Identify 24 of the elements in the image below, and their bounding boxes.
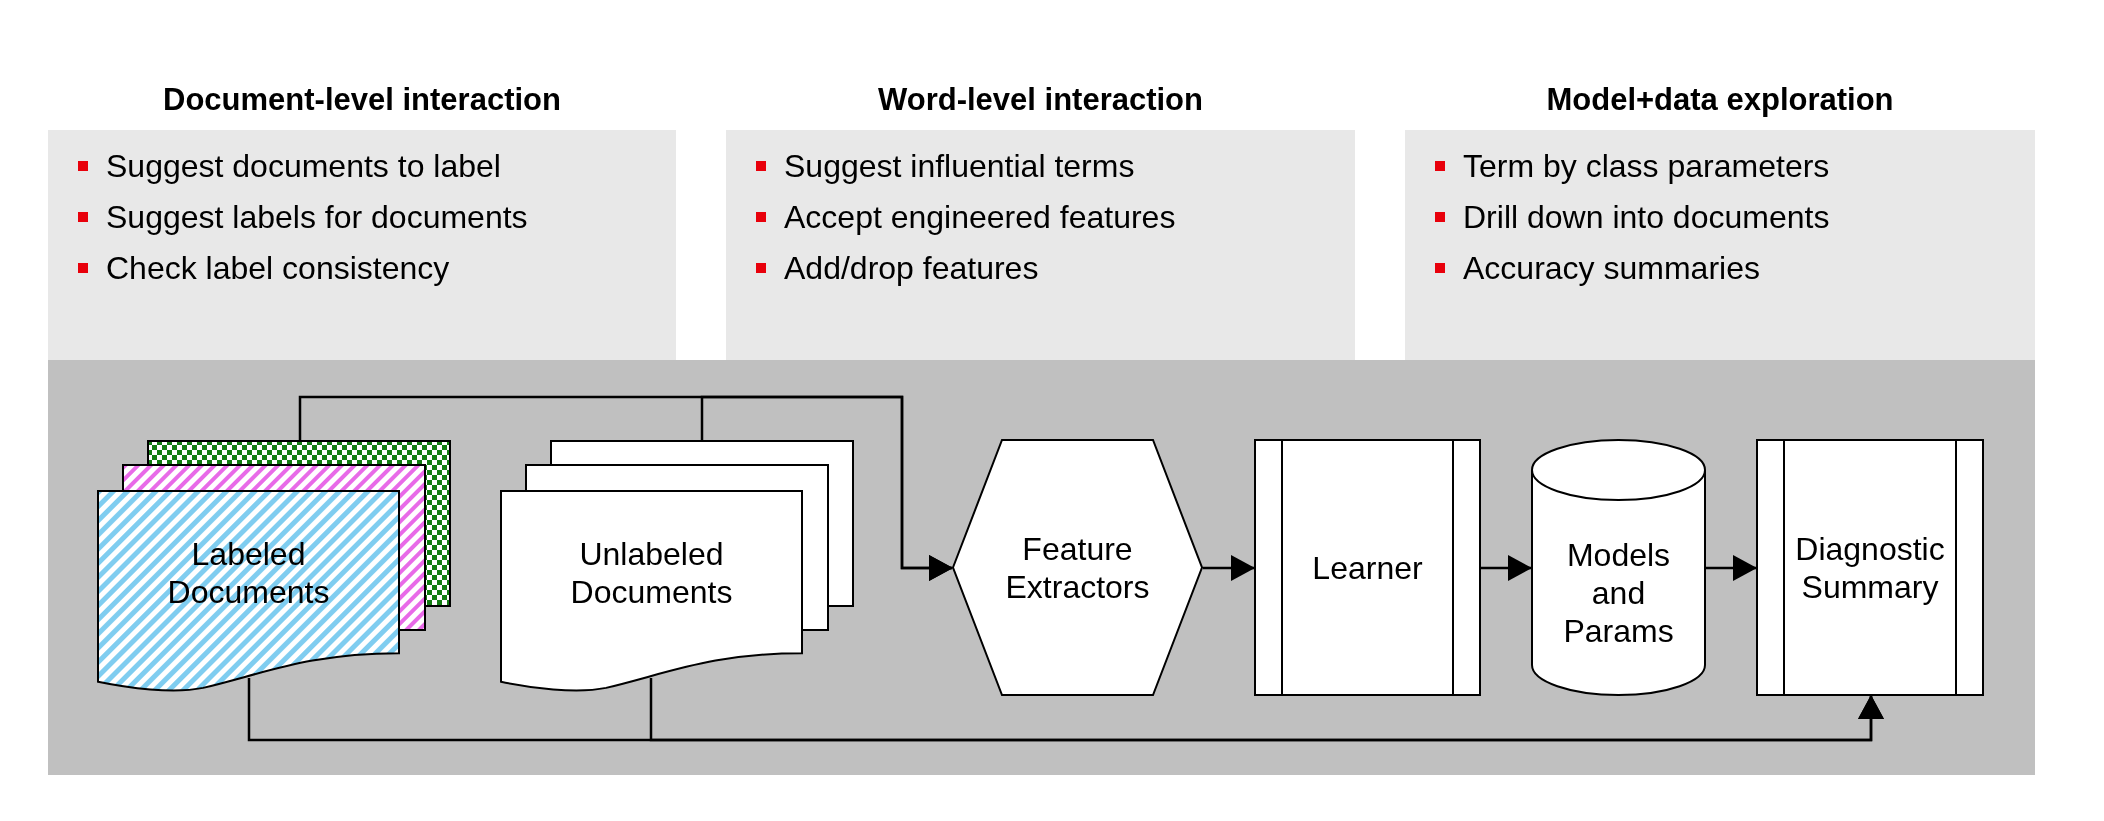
list-item: Suggest documents to label: [106, 146, 501, 186]
list-item: Suggest influential terms: [784, 146, 1135, 186]
node-label: Unlabeled Documents: [569, 534, 734, 611]
list-item: Add/drop features: [784, 248, 1039, 288]
list-item: Accuracy summaries: [1463, 248, 1760, 288]
panel-heading: Model+data exploration: [1546, 80, 1894, 119]
diagram-band: [48, 360, 2035, 775]
node-label: Labeled Documents: [166, 534, 331, 611]
panel-heading: Document-level interaction: [163, 80, 561, 119]
connector-arrow: [649, 678, 1884, 742]
connector-arrow: [1706, 555, 1757, 581]
connector-arrow: [700, 395, 953, 581]
node-label: Feature Extractors: [1004, 529, 1151, 606]
node-label: Models and Params: [1562, 535, 1675, 650]
list-item: Check label consistency: [106, 248, 450, 288]
list-item: Suggest labels for documents: [106, 197, 528, 237]
list-item: Term by class parameters: [1463, 146, 1830, 186]
connector-arrow: [1203, 555, 1255, 581]
connector-arrow: [1481, 555, 1532, 581]
panel-heading: Word-level interaction: [878, 80, 1203, 119]
node-label: Learner: [1311, 548, 1424, 587]
list-item: Drill down into documents: [1463, 197, 1830, 237]
node-label: Diagnostic Summary: [1794, 529, 1946, 606]
list-item: Accept engineered features: [784, 197, 1176, 237]
